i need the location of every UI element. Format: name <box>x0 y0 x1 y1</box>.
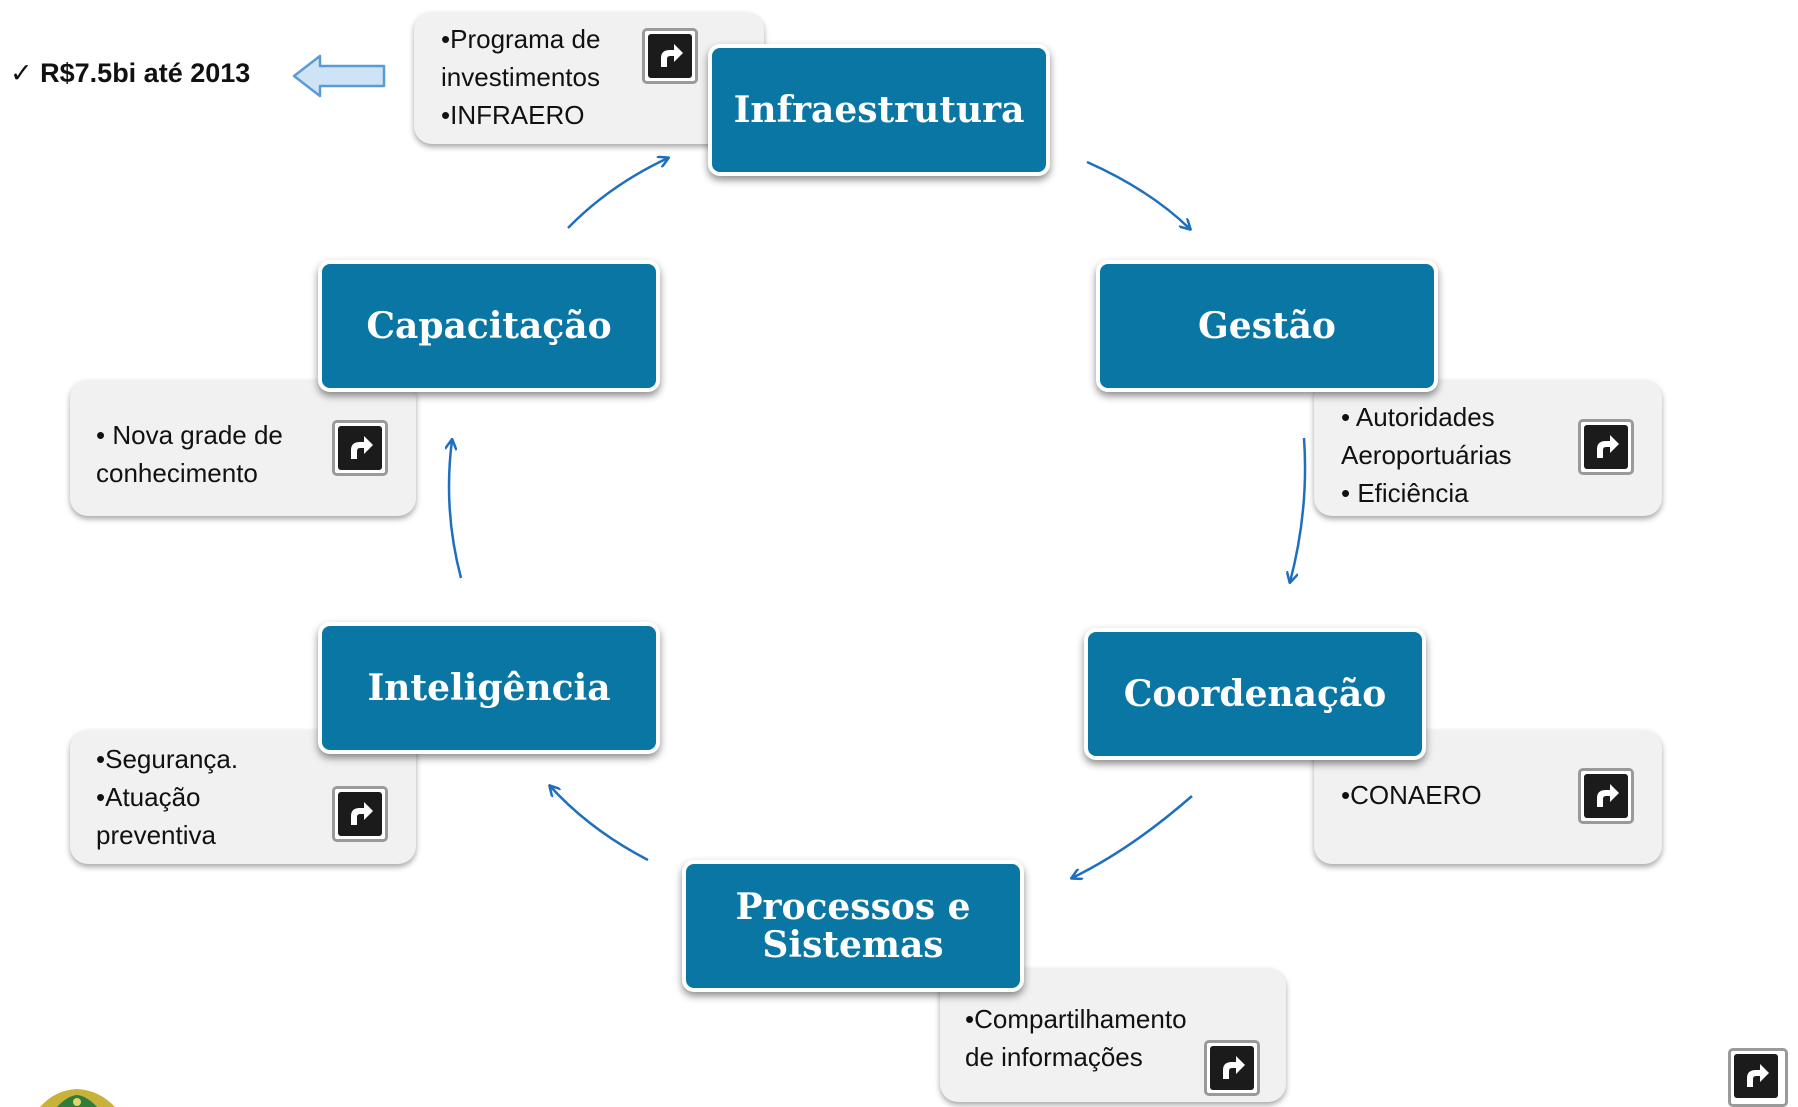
check-icon: ✓ <box>10 58 33 88</box>
node-processos: Processos e Sistemas <box>682 860 1024 992</box>
link-arrow-icon[interactable] <box>1728 1048 1788 1107</box>
arrow-capacitacao-to-infraestrutura <box>567 158 668 229</box>
arrow-gestao-to-coordenacao <box>1290 437 1307 582</box>
link-arrow-icon[interactable] <box>332 786 388 842</box>
link-arrow-icon[interactable] <box>1578 419 1634 475</box>
link-arrow-icon[interactable] <box>1204 1040 1260 1096</box>
note-infraestrutura: •Programa de investimentos •INFRAERO <box>414 12 764 144</box>
note-coordenacao-text: •CONAERO <box>1341 780 1482 810</box>
link-arrow-icon[interactable] <box>1578 768 1634 824</box>
note-gestao: • Autoridades Aeroportuárias • Eficiênci… <box>1314 380 1662 516</box>
note-inteligencia-text: •Segurança. •Atuação preventiva <box>96 744 239 850</box>
link-arrow-icon[interactable] <box>642 28 698 84</box>
node-coordenacao: Coordenação <box>1084 628 1426 760</box>
node-inteligencia: Inteligência <box>318 622 660 754</box>
note-capacitacao-text: • Nova grade de conhecimento <box>96 420 283 488</box>
left-arrow-icon <box>292 54 386 98</box>
note-processos: •Compartilhamento de informações <box>940 968 1286 1102</box>
arrow-infraestrutura-to-gestao <box>1086 160 1190 229</box>
node-infraestrutura: Infraestrutura <box>708 44 1050 176</box>
note-capacitacao: • Nova grade de conhecimento <box>70 380 416 516</box>
note-infraestrutura-text: •Programa de investimentos •INFRAERO <box>441 24 601 130</box>
arrow-processos-to-inteligencia <box>550 786 649 862</box>
coat-of-arms-logo <box>40 1089 115 1107</box>
node-capacitacao: Capacitação <box>318 260 660 392</box>
node-gestao: Gestão <box>1096 260 1438 392</box>
arrow-inteligencia-to-capacitacao <box>449 440 463 579</box>
investment-callout-text: R$7.5bi até 2013 <box>40 58 251 88</box>
note-gestao-text: • Autoridades Aeroportuárias • Eficiênci… <box>1341 402 1512 508</box>
note-processos-text: •Compartilhamento de informações <box>965 1004 1187 1072</box>
arrow-coordenacao-to-processos <box>1072 795 1193 878</box>
investment-callout: ✓ R$7.5bi até 2013 <box>10 58 250 89</box>
link-arrow-icon[interactable] <box>332 420 388 476</box>
